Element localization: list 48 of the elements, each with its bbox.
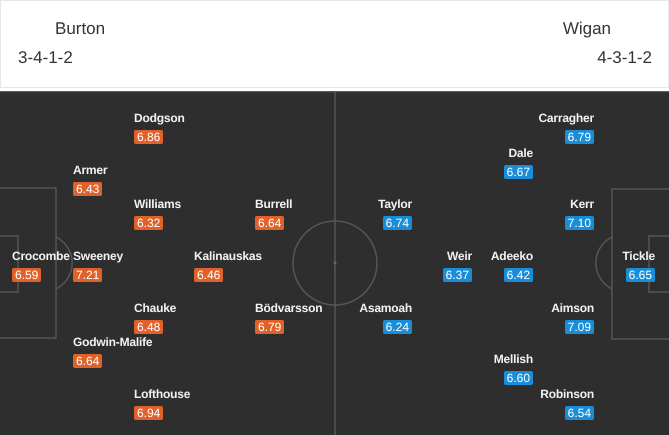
rating-badge: 6.64 xyxy=(73,354,102,368)
player-name: Williams xyxy=(134,197,181,212)
rating-badge: 6.65 xyxy=(626,268,655,282)
team-name: Burton xyxy=(55,19,106,39)
player-name: Burrell xyxy=(255,197,292,212)
player-name: Kalinauskas xyxy=(194,249,262,264)
rating-badge: 7.21 xyxy=(73,268,102,282)
rating-badge: 6.60 xyxy=(504,371,533,385)
rating-badge: 6.94 xyxy=(134,406,164,420)
player-name: Kerr xyxy=(570,197,594,212)
player-name: Godwin-Malife xyxy=(73,335,152,350)
player-name: Carragher xyxy=(538,111,594,126)
formation-label: 4-3-1-2 xyxy=(597,48,652,68)
player-name: Bödvarsson xyxy=(255,301,322,316)
player-name: Dodgson xyxy=(134,111,185,126)
player-name: Lofthouse xyxy=(134,387,190,402)
rating-badge: 6.42 xyxy=(504,268,533,282)
rating-badge: 6.59 xyxy=(12,268,42,282)
rating-badge: 6.79 xyxy=(255,320,284,334)
rating-badge: 6.48 xyxy=(134,320,164,334)
rating-badge: 6.37 xyxy=(442,268,472,282)
player-name: Adeeko xyxy=(490,249,533,264)
player-name: Crocombe xyxy=(12,249,70,264)
player-name: Sweeney xyxy=(73,249,123,264)
rating-badge: 6.24 xyxy=(382,320,412,334)
rating-badge: 6.54 xyxy=(564,406,594,420)
rating-badge: 6.46 xyxy=(194,268,224,282)
player-name: Armer xyxy=(73,163,108,178)
player-name: Taylor xyxy=(378,197,412,212)
rating-badge: 6.86 xyxy=(134,130,164,144)
rating-badge: 6.43 xyxy=(73,182,102,196)
rating-badge: 6.67 xyxy=(504,165,533,179)
team-name: Wigan xyxy=(562,19,611,39)
player-name: Tickle xyxy=(622,249,655,264)
player-name: Mellish xyxy=(494,352,533,367)
formation-label: 3-4-1-2 xyxy=(18,48,73,68)
rating-badge: 7.09 xyxy=(564,320,594,334)
rating-badge: 6.74 xyxy=(382,216,412,230)
rating-badge: 7.10 xyxy=(564,216,594,230)
player-name: Weir xyxy=(447,249,472,264)
rating-badge: 6.64 xyxy=(255,216,284,230)
player-name: Chauke xyxy=(134,301,176,316)
rating-badge: 6.32 xyxy=(134,216,164,230)
rating-badge: 6.79 xyxy=(564,130,594,144)
player-name: Dale xyxy=(508,146,533,161)
player-name: Robinson xyxy=(540,387,594,402)
player-name: Aimson xyxy=(551,301,594,316)
player-name: Asamoah xyxy=(359,301,412,316)
